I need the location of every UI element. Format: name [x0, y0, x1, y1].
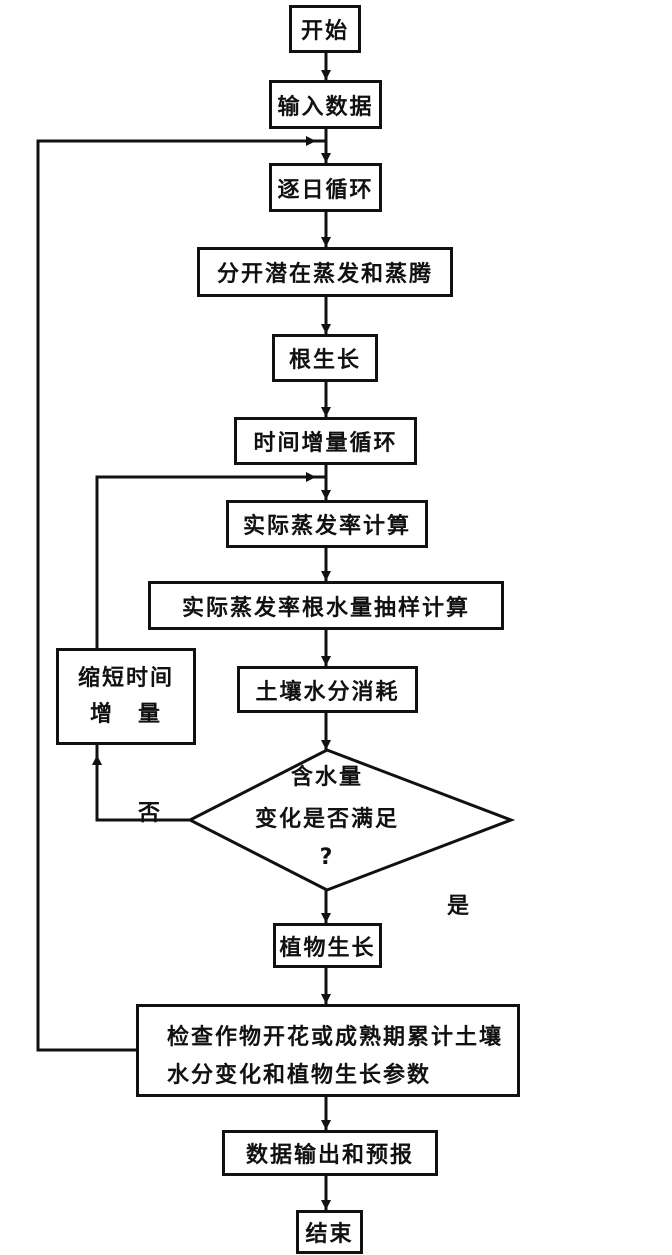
arrow-head: [306, 472, 316, 482]
arrow-head: [92, 755, 102, 765]
arrow-head: [321, 994, 331, 1004]
node-root-growth: 根生长: [272, 334, 378, 382]
edge-inner-loop: [95, 475, 326, 648]
node-check-crop: 检查作物开花或成熟期累计土壤 水分变化和植物生长参数: [136, 1004, 520, 1097]
node-shorten-step-line1: 缩短时间: [77, 665, 174, 691]
node-plant-growth: 植物生长: [273, 923, 382, 968]
node-check-crop-line1: 检查作物开花或成熟期累计土壤: [167, 1025, 504, 1050]
node-end: 结束: [296, 1210, 363, 1254]
arrow-head: [321, 740, 331, 750]
node-actual-evap-sampling-label: 实际蒸发率根水量抽样计算: [181, 595, 470, 621]
node-time-step-loop-label: 时间增量循环: [253, 431, 398, 456]
node-decision-line3: ?: [319, 845, 335, 870]
node-soil-water-use-label: 土壤水分消耗: [255, 679, 400, 705]
node-separate-evap-label: 分开潜在蒸发和蒸腾: [216, 262, 433, 287]
node-daily-loop: 逐日循环: [269, 163, 382, 212]
arrow-head: [321, 1200, 331, 1210]
arrow-head: [321, 237, 331, 247]
node-output-label: 数据输出和预报: [245, 1143, 414, 1168]
arrow-head: [306, 136, 316, 146]
node-decision-line1: 含水量: [290, 765, 363, 790]
arrow-head: [321, 153, 331, 163]
node-time-step-loop: 时间增量循环: [234, 417, 417, 465]
node-separate-evap: 分开潜在蒸发和蒸腾: [197, 247, 453, 297]
node-input-data-label: 输入数据: [277, 94, 374, 120]
node-decision-line2: 变化是否满足: [254, 807, 399, 832]
node-shorten-step-line2: 增 量: [89, 701, 162, 727]
arrow-head: [321, 70, 331, 80]
node-plant-growth-label: 植物生长: [279, 935, 376, 961]
arrow-head: [321, 656, 331, 666]
arrow-head: [321, 913, 331, 923]
arrow-head: [321, 407, 331, 417]
edge-label-yes: 是: [447, 894, 470, 919]
arrow-head: [321, 324, 331, 334]
node-actual-evap-calc: 实际蒸发率计算: [226, 500, 428, 548]
edge-label-no: 否: [138, 801, 161, 826]
arrow-head: [321, 571, 331, 581]
node-check-crop-line2: 水分变化和植物生长参数: [167, 1063, 432, 1088]
node-root-growth-label: 根生长: [288, 348, 361, 373]
arrow-head: [321, 1120, 331, 1130]
decision-diamond: [186, 748, 516, 892]
node-shorten-step: 缩短时间 增 量: [56, 648, 196, 745]
node-end-label: 结束: [305, 1222, 354, 1247]
edge-no-branch: [95, 745, 190, 822]
edge-outer-loop: [36, 139, 326, 1052]
node-actual-evap-calc-label: 实际蒸发率计算: [242, 514, 411, 539]
node-start-label: 开始: [300, 19, 349, 44]
node-actual-evap-sampling: 实际蒸发率根水量抽样计算: [148, 581, 504, 630]
node-decision-text: 含水量 变化是否满足 ?: [190, 757, 464, 875]
node-daily-loop-label: 逐日循环: [277, 177, 374, 203]
node-soil-water-use: 土壤水分消耗: [237, 666, 418, 713]
arrow-head: [321, 490, 331, 500]
node-output: 数据输出和预报: [222, 1130, 438, 1176]
node-start: 开始: [289, 5, 361, 53]
node-input-data: 输入数据: [269, 80, 382, 129]
